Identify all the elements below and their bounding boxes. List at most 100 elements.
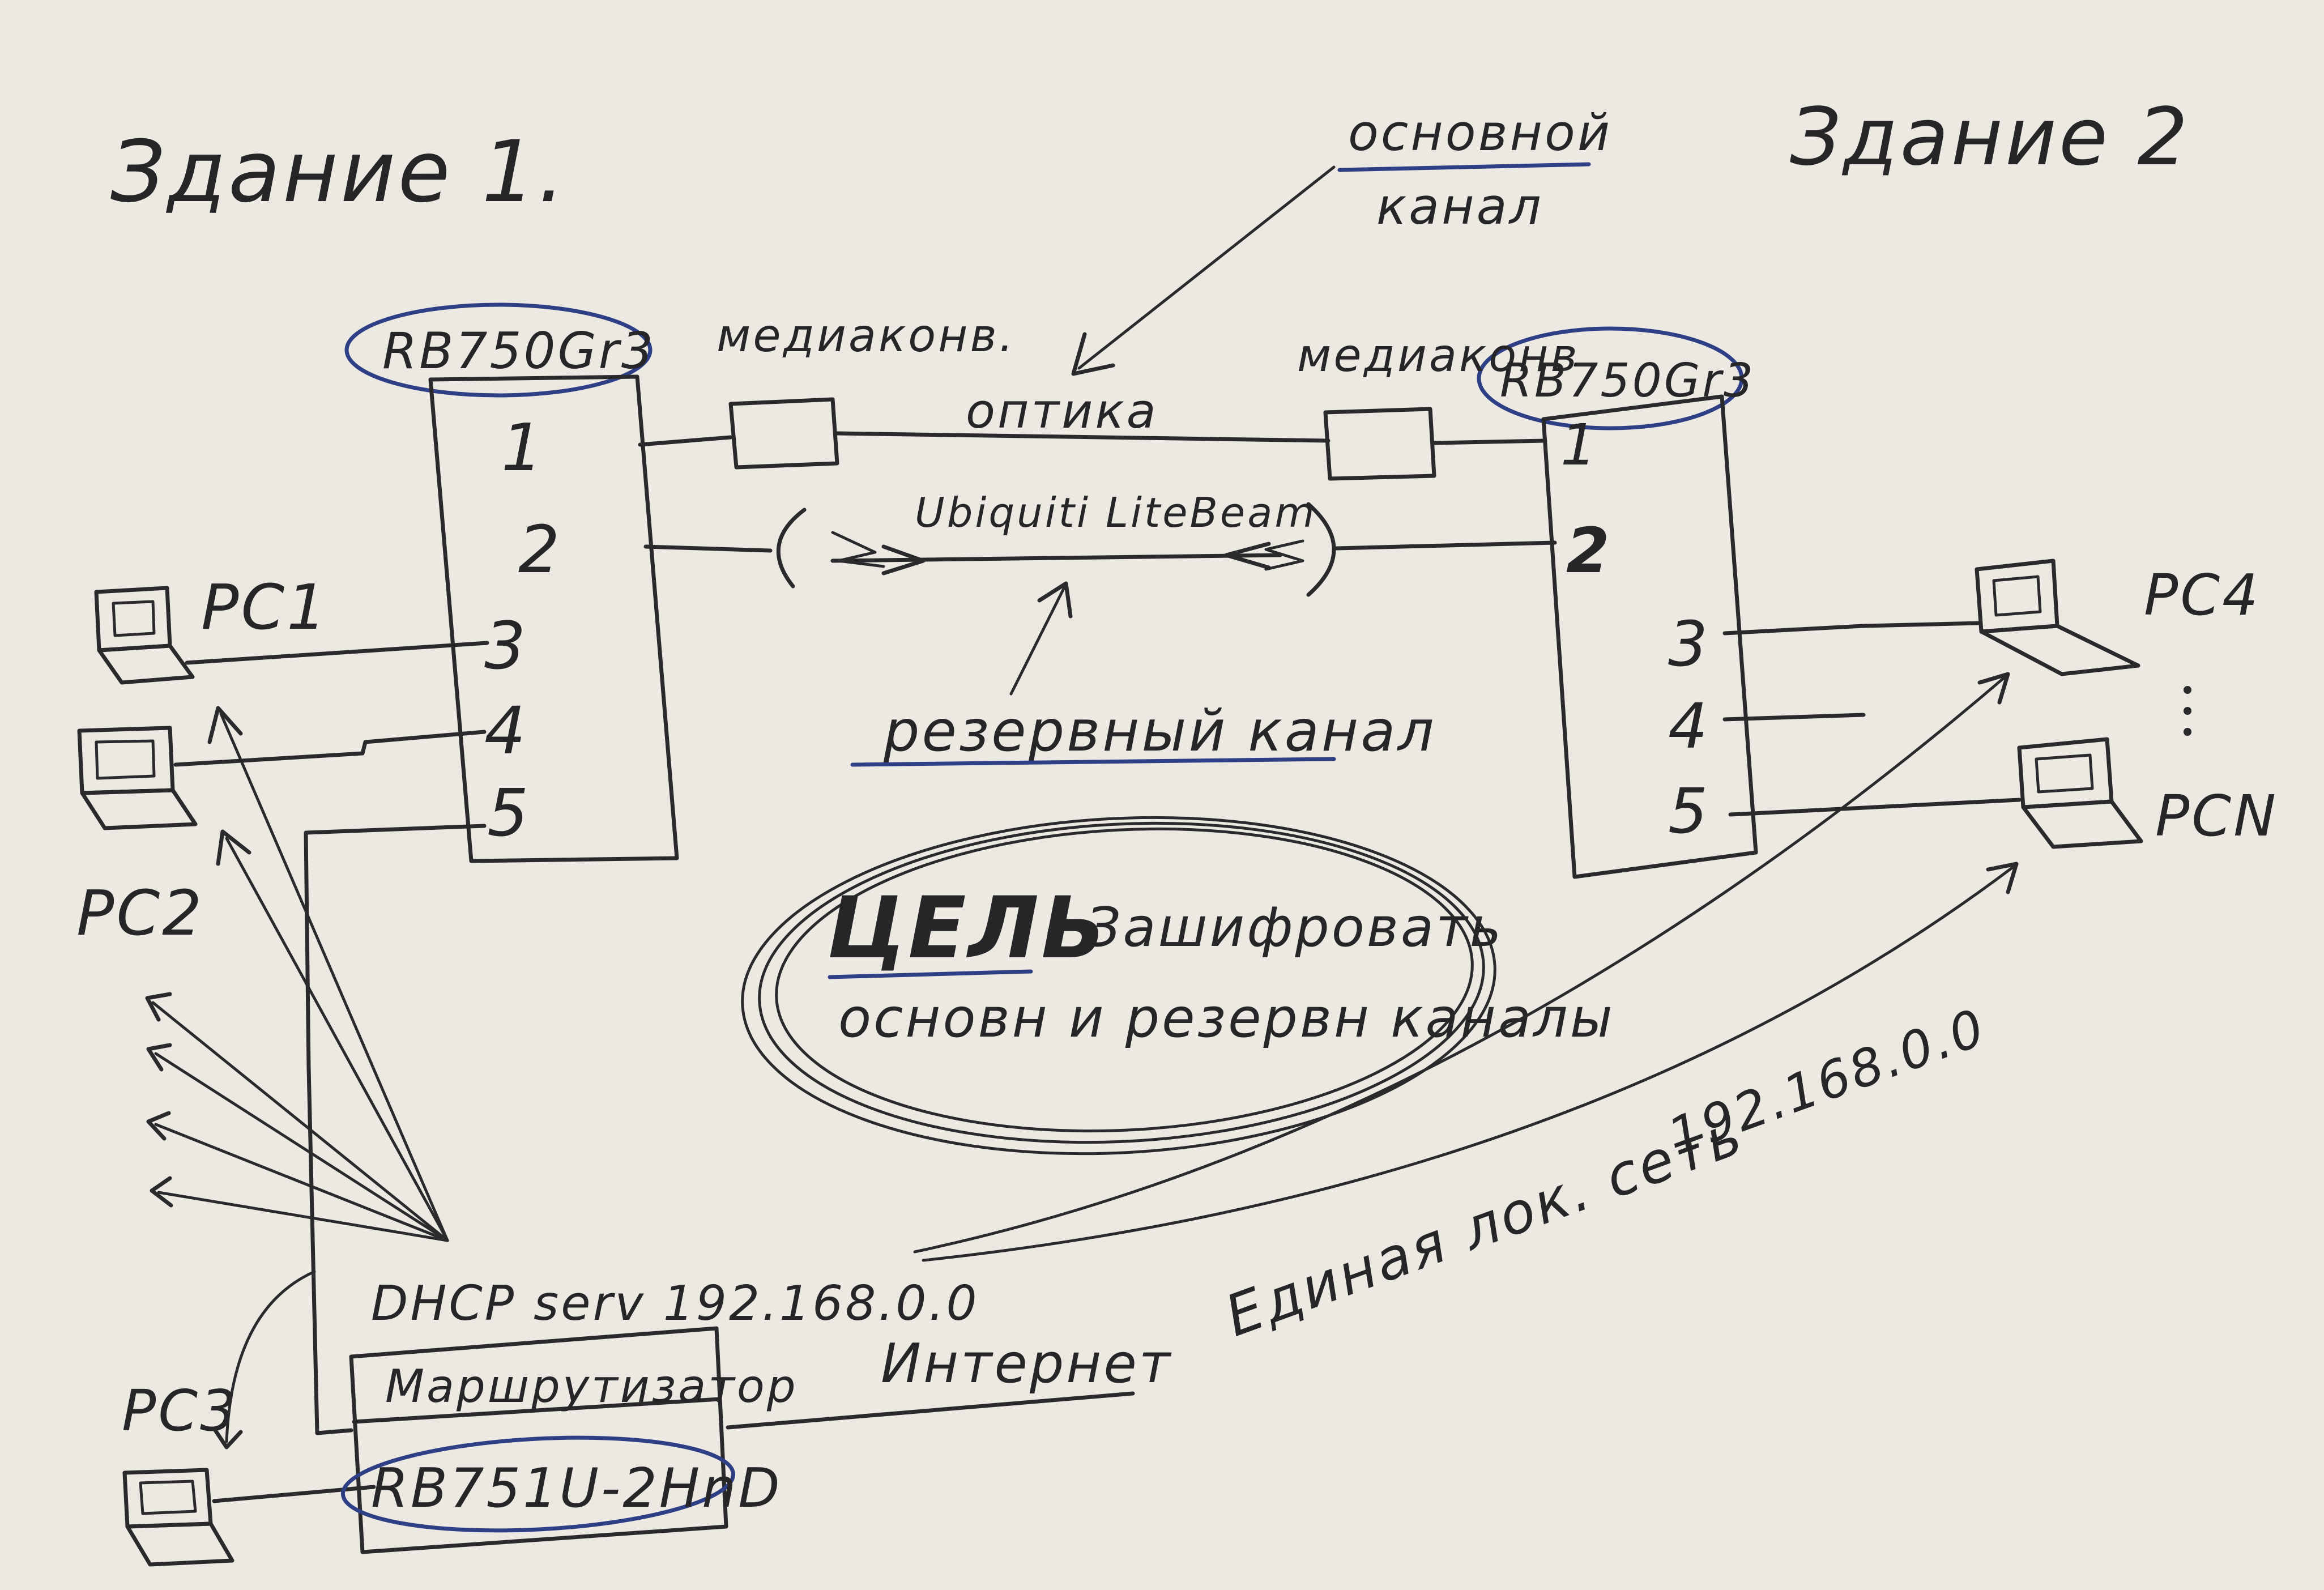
pc4: PC4 xyxy=(1722,559,2261,676)
wireless-line-middle xyxy=(830,553,1282,563)
optical-line-left xyxy=(638,435,733,447)
dhcp-arrow-pc4-head xyxy=(1977,672,2010,705)
pc3-cable xyxy=(212,1485,376,1503)
goal-line-1: - Зашифровать xyxy=(1045,897,1503,959)
left-port-1: 1 xyxy=(501,410,545,486)
internet-line xyxy=(726,1391,1135,1430)
router-to-port5-cable xyxy=(304,824,487,1435)
primary-channel-annotation: основной канал xyxy=(1071,104,1612,376)
media-converter-right-box xyxy=(1323,407,1436,481)
dhcp-arrow-2 xyxy=(225,837,449,1242)
single-lan-annotation: Единая лок. сеть 192.168.0.0 xyxy=(1217,998,1994,1350)
pc2-keyboard xyxy=(80,788,198,830)
dhcp-arrow-1 xyxy=(219,712,449,1242)
pc1-screen xyxy=(94,586,172,653)
goal-ellipse-outer xyxy=(741,816,1496,1156)
left-port-5: 5 xyxy=(487,775,531,851)
antenna-right-arc xyxy=(1306,502,1336,597)
dhcp-arrow-pcn-head xyxy=(1986,862,2019,894)
pc4-cable xyxy=(1722,621,1982,636)
right-port-5: 5 xyxy=(1668,775,1710,847)
dhcp-annotation: DHCP serv 192.168.0.0 xyxy=(145,672,2019,1450)
pc1-screen-inner xyxy=(112,600,156,637)
media-converter-left-box xyxy=(728,397,839,470)
left-port-3: 3 xyxy=(484,608,528,684)
dhcp-arrow-4-head xyxy=(146,1043,172,1072)
dhcp-arrow-4 xyxy=(154,1052,449,1242)
goal-ellipse-middle xyxy=(758,821,1485,1144)
pcn-cable xyxy=(1728,798,2022,817)
dhcp-arrow-5 xyxy=(154,1123,449,1242)
backup-channel-arrow xyxy=(1009,585,1067,696)
backup-channel-annotation: резервный канал xyxy=(850,581,1436,767)
main-router-model: RB751U-2HnD xyxy=(371,1457,782,1520)
pcn-screen xyxy=(2017,737,2114,809)
right-router-box xyxy=(1541,394,1758,879)
backup-channel-label: резервный канал xyxy=(883,698,1436,764)
dhcp-arrow-6 xyxy=(157,1191,449,1242)
wireless-link-label: Ubiquiti LiteBeam xyxy=(915,489,1316,536)
pc3-keyboard xyxy=(125,1521,234,1567)
pc4-screen xyxy=(1975,559,2059,634)
left-router-box xyxy=(428,374,679,863)
ellipsis-dot-1 xyxy=(2184,686,2191,694)
dhcp-arrow-pc3 xyxy=(225,1270,316,1443)
right-port-3: 3 xyxy=(1668,608,1710,680)
dhcp-arrow-pc3-head xyxy=(213,1428,243,1450)
optical-line-right xyxy=(1432,438,1547,445)
left-port-4: 4 xyxy=(484,693,528,769)
goal-ellipse-inner xyxy=(775,827,1474,1133)
left-router-label-circle xyxy=(344,302,653,398)
pcn-label: PCN xyxy=(2155,783,2278,849)
wireless-line-right xyxy=(1334,540,1557,551)
pc1-cable xyxy=(185,641,489,665)
pc4-label: PC4 xyxy=(2144,562,2261,628)
pc3-screen-inner xyxy=(139,1480,197,1515)
dhcp-arrow-5-head xyxy=(146,1111,171,1141)
dhcp-arrow-3-head xyxy=(145,992,172,1022)
right-router-label-circle xyxy=(1477,326,1744,430)
primary-channel-label-line1: основной xyxy=(1348,104,1612,162)
right-port-4: 4 xyxy=(1668,690,1710,762)
wireless-line-left xyxy=(643,544,773,553)
pc4-keyboard xyxy=(1979,624,2140,676)
pc2-screen-inner xyxy=(95,739,156,780)
wireless-arrow-left-head xyxy=(1224,542,1271,570)
dhcp-arrow-2-head xyxy=(216,829,251,866)
media-converter-left-label: медиаконв. xyxy=(717,309,1016,362)
primary-channel-label-line2: канал xyxy=(1376,177,1543,236)
wireless-arrow-right-head xyxy=(881,544,926,576)
pcn: PCN xyxy=(1728,737,2278,849)
optical-link-label: оптика xyxy=(966,383,1158,440)
primary-channel-arrow-head xyxy=(1071,332,1115,376)
antenna-left-arc xyxy=(776,508,807,589)
primary-channel-underline xyxy=(1337,162,1591,172)
pc3-label: PC3 xyxy=(122,1378,238,1444)
pc2-screen xyxy=(77,726,175,795)
pc4-screen-inner xyxy=(1992,575,2042,617)
left-router: RB750Gr3 1 2 3 4 5 xyxy=(344,302,679,863)
media-converter-right-label: медиаконв xyxy=(1297,329,1580,382)
router-inner-link xyxy=(315,1428,353,1435)
backup-channel-arrow-head xyxy=(1037,581,1073,619)
pc1: PC1 xyxy=(94,571,489,685)
dhcp-arrow-1-head xyxy=(207,706,243,744)
pc2-label: PC2 xyxy=(76,877,204,949)
wireless-link: Ubiquiti LiteBeam xyxy=(643,489,1557,597)
main-router-divider xyxy=(352,1397,722,1424)
ellipsis-dot-3 xyxy=(2184,728,2191,736)
internet-label: Интернет xyxy=(881,1333,1172,1395)
signal-zigzag-left xyxy=(831,531,885,568)
building-2-title: Здание 2 xyxy=(1790,91,2190,184)
left-port-2: 2 xyxy=(518,512,562,588)
pc3: PC3 xyxy=(122,1378,376,1567)
pc-ellipsis xyxy=(2184,686,2191,736)
right-port-4-cable xyxy=(1722,713,1866,722)
signal-zigzag-right xyxy=(1264,539,1304,571)
right-port-1: 1 xyxy=(1560,412,1599,478)
main-router-box xyxy=(349,1326,728,1554)
dhcp-server-label: DHCP serv 192.168.0.0 xyxy=(371,1276,979,1332)
pc3-screen xyxy=(122,1468,213,1529)
